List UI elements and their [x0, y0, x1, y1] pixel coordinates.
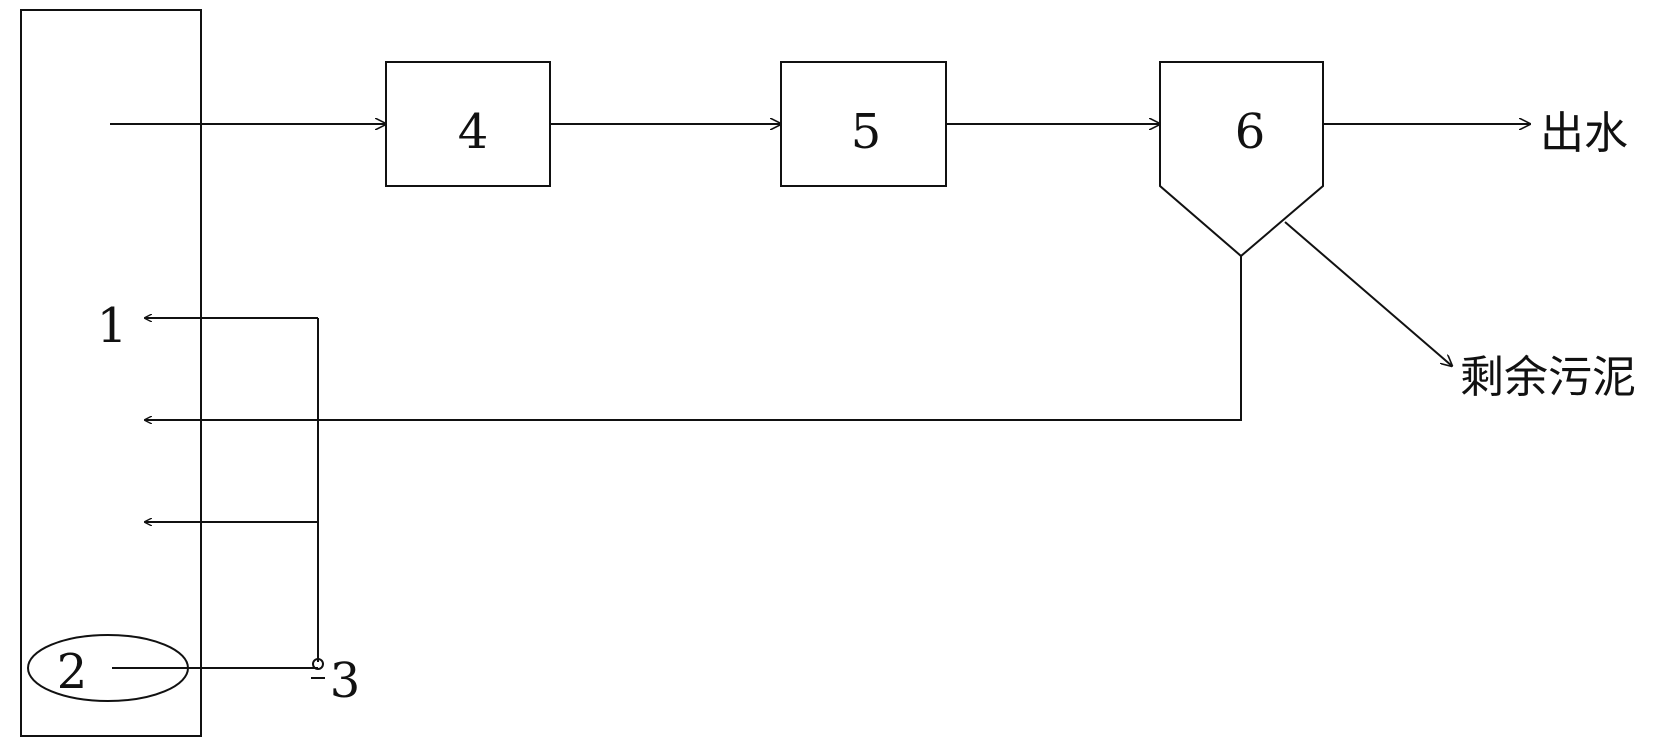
effluent-label: 出水 [1540, 108, 1628, 159]
label-6: 6 [1235, 104, 1266, 160]
label-3: 3 [330, 653, 361, 709]
unit-6-clarifier [1159, 61, 1324, 258]
excess-sludge-label: 剩余污泥 [1460, 352, 1636, 403]
label-1: 1 [97, 298, 128, 354]
unit-5-box [780, 61, 947, 187]
label-4: 4 [458, 104, 489, 160]
excess-sludge-arrow [1284, 221, 1452, 366]
blower-symbol [312, 658, 324, 670]
label-5: 5 [851, 104, 882, 160]
return-sludge-line [145, 256, 1242, 420]
reactor-tank [20, 9, 202, 737]
label-2: 2 [57, 644, 88, 700]
